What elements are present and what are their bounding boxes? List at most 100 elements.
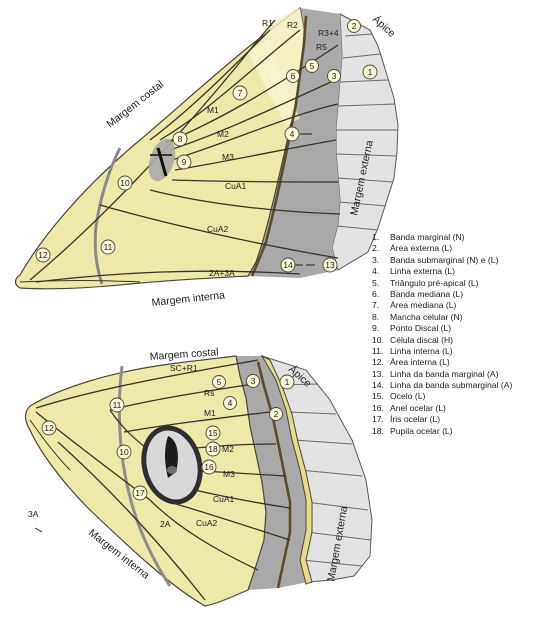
svg-text:12: 12	[38, 250, 48, 260]
legend-item-label: Área externa (L)	[390, 243, 452, 254]
vein-label-hw-cua1: CuA1	[213, 494, 235, 504]
svg-text:12: 12	[44, 423, 54, 433]
hw-region-15: 15	[206, 426, 220, 440]
ocellus-pupil-highlight	[167, 466, 177, 474]
svg-text:3: 3	[251, 376, 256, 386]
hw-region-2: 2	[270, 408, 283, 421]
legend-item-label: Linha da banda submarginal (A)	[390, 380, 512, 391]
legend-item: 10.Célula discal (H)	[372, 335, 550, 346]
legend-item: 13.Linha da banda marginal (A)	[372, 369, 550, 380]
svg-text:17: 17	[135, 488, 145, 498]
legend-item-label: Ponto Discal (L)	[390, 323, 451, 334]
legend-list: 1.Banda marginal (N)2.Área externa (L)3.…	[372, 232, 550, 437]
legend-item: 7.Área mediana (L)	[372, 300, 550, 311]
legend-item: 14.Linha da banda submarginal (A)	[372, 380, 550, 391]
legend-item-label: Área interna (L)	[390, 357, 450, 368]
hw-region-1: 1	[280, 375, 294, 389]
svg-text:3: 3	[332, 71, 337, 81]
legend-item-number: 15.	[372, 391, 390, 402]
legend-item-label: Triângulo pré-apical (L)	[390, 278, 479, 289]
fw-region-6: 6	[287, 70, 300, 83]
fw-region-1: 1	[363, 65, 377, 79]
fw-region-11: 11	[101, 240, 115, 254]
svg-text:7: 7	[238, 88, 243, 98]
legend-item-label: Banda marginal (N)	[390, 232, 465, 243]
vein-label-sc-r1: SC+R1	[170, 363, 198, 373]
legend-item-label: Linha externa (L)	[390, 266, 455, 277]
legend-item-label: Linha da banda marginal (A)	[390, 369, 498, 380]
legend-item-label: Anel ocelar (L)	[390, 403, 446, 414]
fw-region-8: 8	[173, 132, 187, 146]
legend-item: 9.Ponto Discal (L)	[372, 323, 550, 334]
svg-text:5: 5	[217, 377, 222, 387]
vein-label-3a: 3A	[28, 509, 39, 519]
legend-item-number: 16.	[372, 403, 390, 414]
legend-item-number: 8.	[372, 312, 390, 323]
svg-text:6: 6	[291, 71, 296, 81]
hw-region-3: 3	[247, 375, 260, 388]
hw-region-5: 5	[213, 376, 226, 389]
legend-item-number: 13.	[372, 369, 390, 380]
svg-text:18: 18	[208, 444, 218, 454]
svg-text:13: 13	[325, 260, 335, 270]
forewing-costal-margin-label: Margem costal	[104, 79, 166, 131]
svg-text:1: 1	[368, 67, 373, 77]
vein-label-hw-m2: M2	[222, 444, 234, 454]
hindwing	[26, 356, 373, 606]
vein-label-r3-4: R3+4	[318, 28, 339, 38]
hw-region-17: 17	[133, 486, 147, 500]
hw-region-4: 4	[224, 397, 237, 410]
vein-label-hw-m3: M3	[223, 469, 235, 479]
legend-item: 11.Linha interna (L)	[372, 346, 550, 357]
legend-item-number: 7.	[372, 300, 390, 311]
hw-region-11: 11	[110, 398, 124, 412]
svg-text:10: 10	[120, 178, 130, 188]
legend-item-label: Banda submarginal (N) e (L)	[390, 255, 498, 266]
vein-label-m2: M2	[217, 129, 229, 139]
vein-label-2a-3a: 2A+3A	[209, 268, 235, 278]
legend-item: 4.Linha externa (L)	[372, 266, 550, 277]
legend-item: 12.Área interna (L)	[372, 357, 550, 368]
legend-item-number: 12.	[372, 357, 390, 368]
legend-item-number: 18.	[372, 426, 390, 437]
svg-text:4: 4	[228, 398, 233, 408]
vein-label-hw-cua2: CuA2	[196, 518, 218, 528]
svg-text:2: 2	[352, 21, 357, 31]
legend-item-label: Ocelo (L)	[390, 391, 425, 402]
legend-item: 1.Banda marginal (N)	[372, 232, 550, 243]
forewing-internal-margin-label: Margem interna	[151, 289, 226, 309]
legend-item-label: Banda mediana (L)	[390, 289, 463, 300]
legend-item: 18.Pupila ocelar (L)	[372, 426, 550, 437]
legend-item: 16.Anel ocelar (L)	[372, 403, 550, 414]
svg-text:16: 16	[204, 462, 214, 472]
fw-region-4: 4	[285, 127, 299, 141]
hw-region-16: 16	[202, 460, 216, 474]
hw-region-12: 12	[42, 421, 56, 435]
legend-item-number: 10.	[372, 335, 390, 346]
legend-item: 15.Ocelo (L)	[372, 391, 550, 402]
fw-region-2: 2	[348, 20, 361, 33]
legend-item-number: 1.	[372, 232, 390, 243]
svg-text:4: 4	[290, 129, 295, 139]
fw-region-14: 14	[281, 258, 295, 272]
legend-item-number: 3.	[372, 255, 390, 266]
legend-item-number: 6.	[372, 289, 390, 300]
legend-item-number: 5.	[372, 278, 390, 289]
legend-item: 3.Banda submarginal (N) e (L)	[372, 255, 550, 266]
fw-region-7: 7	[233, 86, 247, 100]
vein-label-cua2: CuA2	[207, 224, 229, 234]
vein-label-m3: M3	[222, 152, 234, 162]
forewing	[16, 8, 399, 289]
fw-region-5: 5	[306, 60, 319, 73]
hw-region-18: 18	[206, 442, 220, 456]
fw-region-13: 13	[323, 258, 337, 272]
legend-item-number: 11.	[372, 346, 390, 357]
legend-item-label: Íris ocelar (L)	[390, 414, 440, 425]
legend-item: 17.Íris ocelar (L)	[372, 414, 550, 425]
svg-text:14: 14	[283, 260, 293, 270]
vein-label-hw-m1: M1	[204, 408, 216, 418]
legend-item-number: 14.	[372, 380, 390, 391]
fw-region-10: 10	[118, 176, 132, 190]
vein-label-r5: R5	[316, 42, 327, 52]
